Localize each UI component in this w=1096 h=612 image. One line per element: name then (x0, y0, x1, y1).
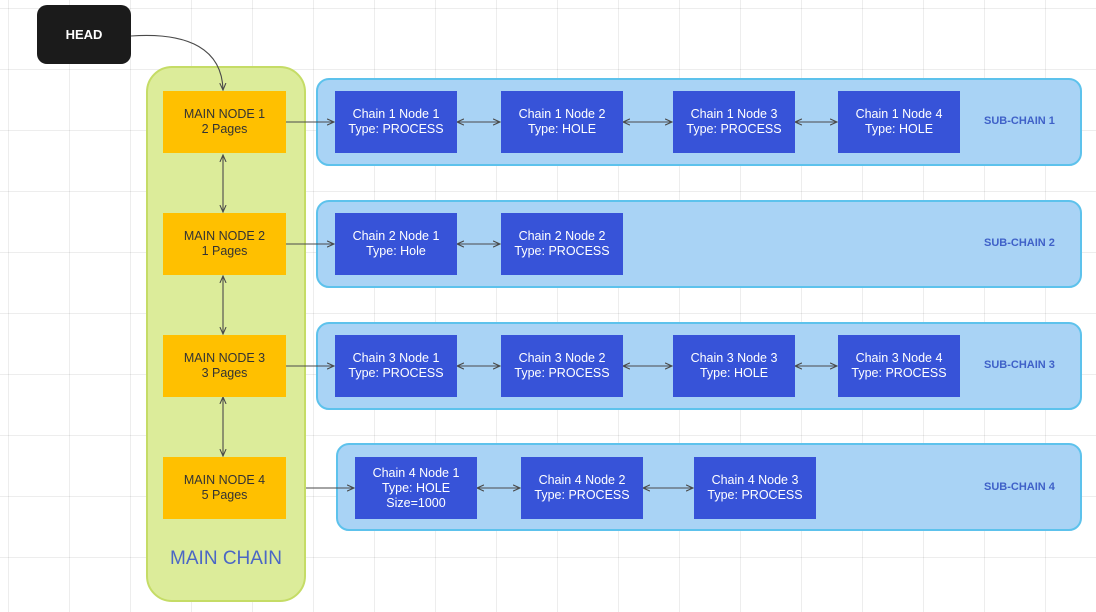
chain-node-type: Type: PROCESS (514, 366, 610, 380)
chain-node-type: Type: PROCESS (707, 488, 803, 502)
chain-node-title: Chain 3 Node 4 (855, 351, 943, 365)
chain-node-title: Chain 4 Node 3 (711, 473, 799, 487)
chain-node-type: Type: PROCESS (686, 122, 782, 136)
chain-node-title: Chain 2 Node 1 (352, 229, 440, 243)
chain-1-node-2[interactable]: Chain 1 Node 2 Type: HOLE (501, 91, 623, 153)
head-label: HEAD (65, 27, 103, 42)
chain-node-type: Type: Hole (366, 244, 426, 258)
main-node-title: MAIN NODE 2 (183, 229, 266, 243)
chain-node-size: Size=1000 (386, 495, 446, 510)
chain-node-type: Type: HOLE (381, 480, 451, 495)
chain-3-node-4[interactable]: Chain 3 Node 4 Type: PROCESS (838, 335, 960, 397)
chain-1-node-3[interactable]: Chain 1 Node 3 Type: PROCESS (673, 91, 795, 153)
chain-node-title: Chain 3 Node 2 (518, 351, 606, 365)
chain-node-title: Chain 2 Node 2 (518, 229, 606, 243)
chain-node-title: Chain 4 Node 1 (372, 465, 460, 480)
chain-2-node-2[interactable]: Chain 2 Node 2 Type: PROCESS (501, 213, 623, 275)
main-node-title: MAIN NODE 4 (183, 473, 266, 487)
sub-chain-4-label: SUB-CHAIN 4 (984, 481, 1055, 493)
main-node-pages: 1 Pages (201, 244, 248, 258)
chain-node-type: Type: HOLE (864, 122, 934, 136)
main-node-title: MAIN NODE 3 (183, 351, 266, 365)
main-node-1[interactable]: MAIN NODE 1 2 Pages (163, 91, 286, 153)
main-node-4[interactable]: MAIN NODE 4 5 Pages (163, 457, 286, 519)
chain-node-title: Chain 3 Node 1 (352, 351, 440, 365)
chain-node-title: Chain 1 Node 2 (518, 107, 606, 121)
chain-node-title: Chain 1 Node 3 (690, 107, 778, 121)
chain-node-type: Type: PROCESS (534, 488, 630, 502)
chain-4-node-2[interactable]: Chain 4 Node 2 Type: PROCESS (521, 457, 643, 519)
main-node-3[interactable]: MAIN NODE 3 3 Pages (163, 335, 286, 397)
chain-node-title: Chain 1 Node 1 (352, 107, 440, 121)
main-node-pages: 5 Pages (201, 488, 248, 502)
chain-1-node-1[interactable]: Chain 1 Node 1 Type: PROCESS (335, 91, 457, 153)
chain-3-node-2[interactable]: Chain 3 Node 2 Type: PROCESS (501, 335, 623, 397)
main-chain-label: MAIN CHAIN (170, 548, 282, 569)
chain-3-node-1[interactable]: Chain 3 Node 1 Type: PROCESS (335, 335, 457, 397)
sub-chain-2-label: SUB-CHAIN 2 (984, 237, 1055, 249)
chain-2-node-1[interactable]: Chain 2 Node 1 Type: Hole (335, 213, 457, 275)
chain-node-type: Type: HOLE (699, 366, 769, 380)
chain-node-type: Type: PROCESS (348, 122, 444, 136)
chain-node-title: Chain 4 Node 2 (538, 473, 626, 487)
chain-3-node-3[interactable]: Chain 3 Node 3 Type: HOLE (673, 335, 795, 397)
chain-node-title: Chain 1 Node 4 (855, 107, 943, 121)
head-node[interactable]: HEAD (37, 5, 131, 64)
main-node-pages: 2 Pages (201, 122, 248, 136)
chain-1-node-4[interactable]: Chain 1 Node 4 Type: HOLE (838, 91, 960, 153)
chain-node-type: Type: PROCESS (514, 244, 610, 258)
main-node-title: MAIN NODE 1 (183, 107, 266, 121)
sub-chain-1-label: SUB-CHAIN 1 (984, 115, 1055, 127)
main-node-2[interactable]: MAIN NODE 2 1 Pages (163, 213, 286, 275)
chain-4-node-1[interactable]: Chain 4 Node 1 Type: HOLE Size=1000 (355, 457, 477, 519)
chain-4-node-3[interactable]: Chain 4 Node 3 Type: PROCESS (694, 457, 816, 519)
chain-node-type: Type: HOLE (527, 122, 597, 136)
main-node-pages: 3 Pages (201, 366, 248, 380)
chain-node-title: Chain 3 Node 3 (690, 351, 778, 365)
sub-chain-3-label: SUB-CHAIN 3 (984, 359, 1055, 371)
chain-node-type: Type: PROCESS (348, 366, 444, 380)
chain-node-type: Type: PROCESS (851, 366, 947, 380)
